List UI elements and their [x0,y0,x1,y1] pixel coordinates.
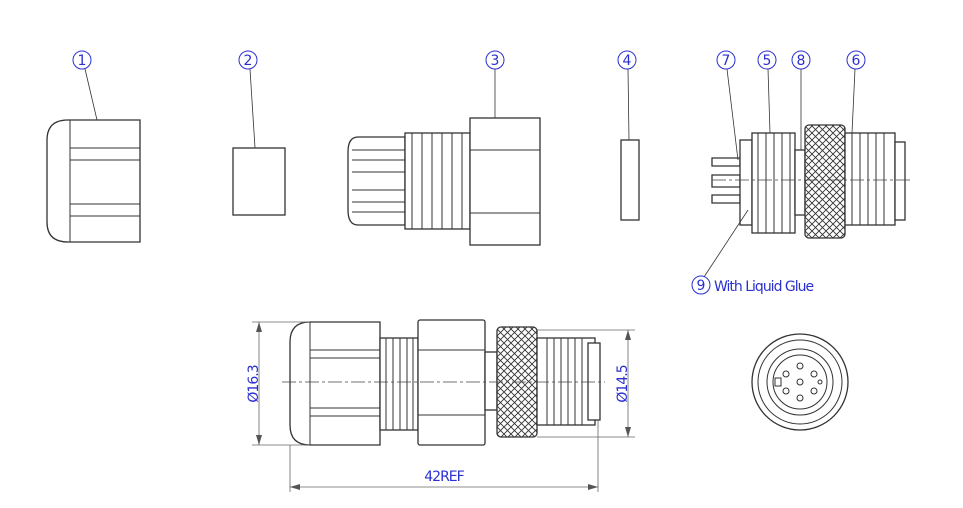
balloon-4: 4 [617,50,637,70]
svg-text:8: 8 [797,53,806,69]
assembled-side-view [282,319,605,446]
svg-text:5: 5 [763,53,772,69]
balloon-3: 3 [485,50,505,70]
svg-text:9: 9 [697,278,706,294]
balloon-8: 8 [791,50,811,70]
dim-diameter-left: Ø16.3 [246,365,262,402]
balloon-5: 5 [757,50,777,70]
balloon-7: 7 [716,50,736,70]
dim-length: 42REF [424,469,464,485]
dim-diameter-right: Ø14.5 [615,365,631,402]
part-4-washer [620,139,640,221]
part-3-gland [347,117,541,246]
balloon-1: 1 [72,50,92,70]
leader-lines [84,68,856,278]
svg-text:2: 2 [244,53,253,69]
svg-text:4: 4 [623,53,632,69]
svg-text:1: 1 [78,53,87,69]
balloon-6: 6 [846,50,866,70]
svg-text:7: 7 [722,53,731,69]
balloon-2: 2 [238,50,258,70]
part-1-cap [46,119,141,243]
end-face-view [751,333,849,431]
parts-5-9-insert-assembly [711,124,910,239]
svg-text:6: 6 [852,53,861,69]
note-liquid-glue: With Liquid Glue [714,279,814,295]
balloon-9: 9 [691,275,711,295]
part-2-seal [232,147,286,216]
svg-text:3: 3 [491,53,500,69]
dimension-lines [252,321,635,492]
